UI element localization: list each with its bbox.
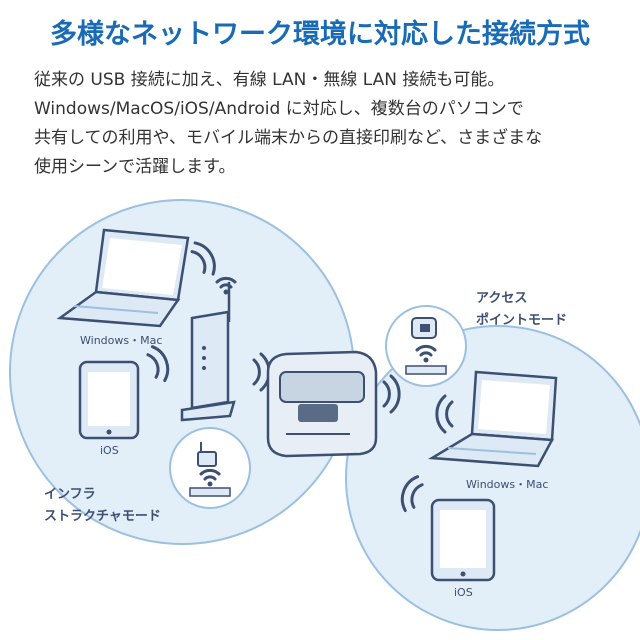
antenna-router-icon [189,442,231,497]
infra-tablet-label: iOS [100,444,119,457]
router-icon [180,282,236,422]
label-printer-icon [266,350,378,458]
laptop-icon [427,370,558,468]
access-point-zone [345,325,640,631]
infrastructure-mode-label: ストラクチャモード [44,509,161,524]
page-title: 多様なネットワーク環境に対応した接続方式 [50,19,590,50]
infra-laptop-label: Windows・Mac [80,334,162,347]
access-point-mode-label: アクセス [476,291,527,306]
ap-tablet-label: iOS [454,586,473,599]
description-line: 使用シーンで活躍します。 [34,157,236,177]
access-point-mode-label: ポイントモード [476,312,567,328]
description-line: 従来の USB 接続に加え、有線 LAN・無線 LAN 接続も可能。 [34,70,505,90]
description-line: 共有しての利用や、モバイル端末からの直接印刷など、さまざまな [34,128,543,148]
tablet-icon [78,360,140,440]
ap-laptop-label: Windows・Mac [466,478,548,491]
printer-small-icon [405,317,447,375]
description: 従来の USB 接続に加え、有線 LAN・無線 LAN 接続も可能。 Windo… [34,66,634,182]
tablet-icon [430,498,496,582]
description-line: Windows/MacOS/iOS/Android に対応し、複数台のパソコンで [34,99,524,119]
laptop-icon [56,228,190,328]
infrastructure-mode-label: インフラ [44,487,96,502]
